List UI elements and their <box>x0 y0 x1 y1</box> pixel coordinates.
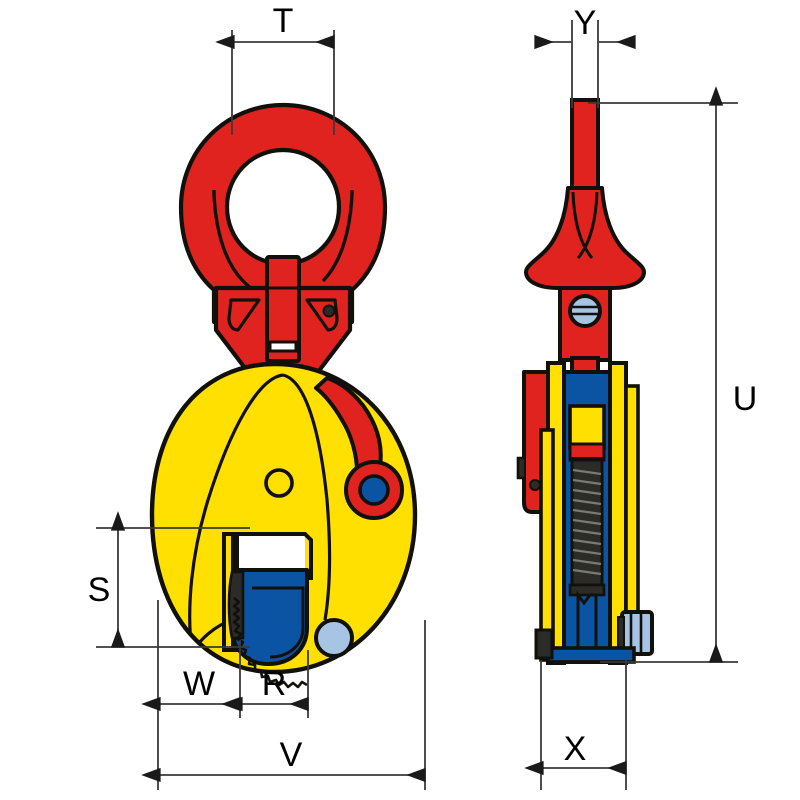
shackle-hinge <box>558 286 612 362</box>
dimension-T <box>215 30 335 135</box>
body-bottom-cap <box>546 646 636 664</box>
lever-side-tab <box>516 456 524 480</box>
cam-serration <box>232 596 308 689</box>
lever-pivot-pin <box>358 474 390 506</box>
front-view <box>149 102 418 689</box>
lever-side-rivet <box>529 479 541 491</box>
shackle-locking-bar <box>265 255 301 363</box>
locking-bar-slot <box>268 340 298 353</box>
body-pin-hole <box>264 468 294 498</box>
dimension-label-V: V <box>280 736 303 774</box>
dimension-label-Y: Y <box>574 4 597 42</box>
dimension-label-S: S <box>88 571 111 609</box>
cam-pivot-pin <box>314 618 354 658</box>
dimension-label-U: U <box>733 380 758 418</box>
dimension-U <box>588 86 738 663</box>
dimension-X <box>524 660 627 790</box>
body-plate-outer-right <box>624 384 640 638</box>
body-plate-outer-left <box>539 428 555 662</box>
dimension-R <box>223 650 309 718</box>
dimension-V <box>141 600 426 790</box>
cam <box>227 568 354 689</box>
lock-lever <box>314 376 404 520</box>
cam-side-insert <box>568 404 606 450</box>
dimension-label-R: R <box>262 665 287 703</box>
spring-stack <box>568 442 606 662</box>
shackle-hinge-pin <box>568 294 602 328</box>
dimension-label-X: X <box>564 730 587 768</box>
dimension-label-T: T <box>273 2 294 40</box>
side-view <box>516 98 654 665</box>
dimension-S <box>96 511 250 648</box>
axle-nut <box>617 610 654 656</box>
dimension-label-W: W <box>183 665 215 703</box>
dimension-layer <box>96 20 738 790</box>
neck-rivet <box>322 304 336 318</box>
dimension-Y <box>534 20 636 108</box>
shackle-ring <box>178 102 388 325</box>
bottom-left-block <box>534 628 554 660</box>
dimension-labels: T S W R V Y U X <box>88 2 758 774</box>
